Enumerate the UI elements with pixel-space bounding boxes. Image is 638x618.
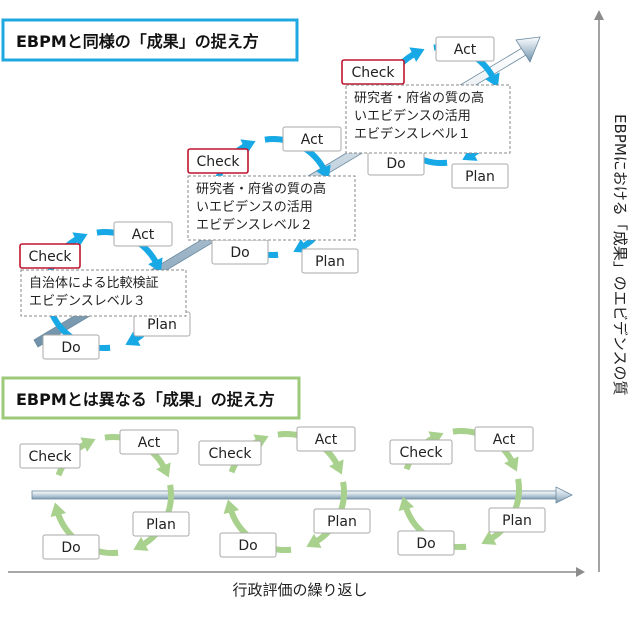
cycle-arrowhead <box>80 437 96 452</box>
y-axis-label: EBPMにおける「成果」のエビデンスの質 <box>611 114 629 395</box>
act-box <box>296 426 356 452</box>
cycle-arrowhead <box>481 530 497 545</box>
plan-box <box>313 508 371 534</box>
act-label: Act <box>315 432 338 448</box>
check-label: Check <box>399 445 443 461</box>
check-box <box>341 59 405 85</box>
cycle-arrowhead <box>50 502 67 518</box>
cycle-arrowhead <box>428 431 444 446</box>
check-label: Check <box>208 446 252 462</box>
plan-box <box>451 163 509 189</box>
section-top-title-box <box>1 18 299 62</box>
check-box <box>389 439 453 465</box>
do-label: Do <box>386 156 405 172</box>
plan-label: Plan <box>465 169 495 185</box>
act-box <box>113 221 173 247</box>
act-label: Act <box>454 42 477 58</box>
evidence-note-line: エビデンスレベル２ <box>196 217 313 233</box>
evidence-note-box <box>20 269 187 317</box>
do-label: Do <box>61 540 80 556</box>
cycle-arrowhead <box>316 164 331 180</box>
check-box <box>19 243 81 269</box>
evidence-note-line: エビデンスレベル３ <box>29 293 146 309</box>
x-axis-arrowhead <box>576 567 585 577</box>
section-top-header: EBPMと同様の「成果」の捉え方 <box>1 18 299 62</box>
evidence-note-line: エビデンスレベル１ <box>354 126 471 142</box>
act-label: Act <box>493 432 516 448</box>
cycle-arrowhead <box>398 496 415 512</box>
cycle-arrowhead <box>462 146 478 161</box>
do-box <box>42 534 100 560</box>
cycle-arrowhead <box>329 459 344 475</box>
act-box <box>474 426 534 452</box>
cycle-arrowhead <box>306 533 322 548</box>
do-label: Do <box>230 245 249 261</box>
plan-label: Plan <box>315 254 345 270</box>
do-box <box>219 532 277 558</box>
do-box <box>397 530 455 556</box>
plan-label: Plan <box>146 517 176 533</box>
evidence-note-box <box>345 84 511 154</box>
plan-label: Plan <box>147 317 177 333</box>
plan-box <box>488 507 546 533</box>
act-box <box>435 36 495 62</box>
plan-label: Plan <box>502 513 532 529</box>
y-axis-arrowhead <box>594 10 604 20</box>
check-label: Check <box>28 249 72 265</box>
axes: 行政評価の繰り返し EBPMにおける「成果」のエビデンスの質 <box>8 10 629 599</box>
cycle-arrowhead <box>223 499 240 515</box>
evidence-note-line: 研究者・府省の質の高 <box>196 181 326 197</box>
cycle-arrowhead <box>409 47 425 62</box>
evidence-note-line: いエビデンスの活用 <box>354 108 471 124</box>
cycle-arrowhead <box>148 257 163 273</box>
x-axis-label: 行政評価の繰り返し <box>232 581 367 599</box>
act-label: Act <box>132 227 155 243</box>
section-bottom-title: EBPMとは異なる「成果」の捉え方 <box>16 390 275 409</box>
evidence-note-box <box>187 175 356 241</box>
do-box <box>42 334 100 360</box>
do-label: Do <box>416 536 435 552</box>
check-box <box>187 148 249 174</box>
section-bottom-title-box <box>1 376 301 420</box>
flat-arrow <box>31 486 573 504</box>
act-box <box>119 429 179 455</box>
evidence-note-line: 自治体による比較検証 <box>29 276 159 291</box>
top-cycles: CheckActPlanDo自治体による比較検証エビデンスレベル３CheckAc… <box>19 36 511 360</box>
act-box <box>282 126 342 152</box>
plan-box <box>301 248 359 274</box>
section-top-title: EBPMと同様の「成果」の捉え方 <box>16 32 259 51</box>
cycle-arrowhead <box>485 72 500 88</box>
cycle-arrowhead <box>504 456 519 472</box>
cycle-arrowhead <box>125 331 141 346</box>
check-label: Check <box>196 154 240 170</box>
plan-label: Plan <box>327 514 357 530</box>
do-label: Do <box>238 538 257 554</box>
check-label: Check <box>351 65 395 81</box>
cycle-arrowhead <box>133 536 149 551</box>
plan-box <box>132 511 190 537</box>
cycle-arrowhead <box>156 462 171 478</box>
cycle-arrowhead <box>72 232 88 247</box>
check-label: Check <box>28 449 72 465</box>
evidence-note-line: いエビデンスの活用 <box>196 199 313 215</box>
act-label: Act <box>138 435 161 451</box>
check-box <box>19 443 81 469</box>
section-bottom-header: EBPMとは異なる「成果」の捉え方 <box>1 376 301 420</box>
do-label: Do <box>61 340 80 356</box>
act-label: Act <box>301 132 324 148</box>
cycle-arrowhead <box>240 139 256 154</box>
check-box <box>198 440 262 466</box>
evidence-note-line: 研究者・府省の質の高 <box>354 90 484 106</box>
